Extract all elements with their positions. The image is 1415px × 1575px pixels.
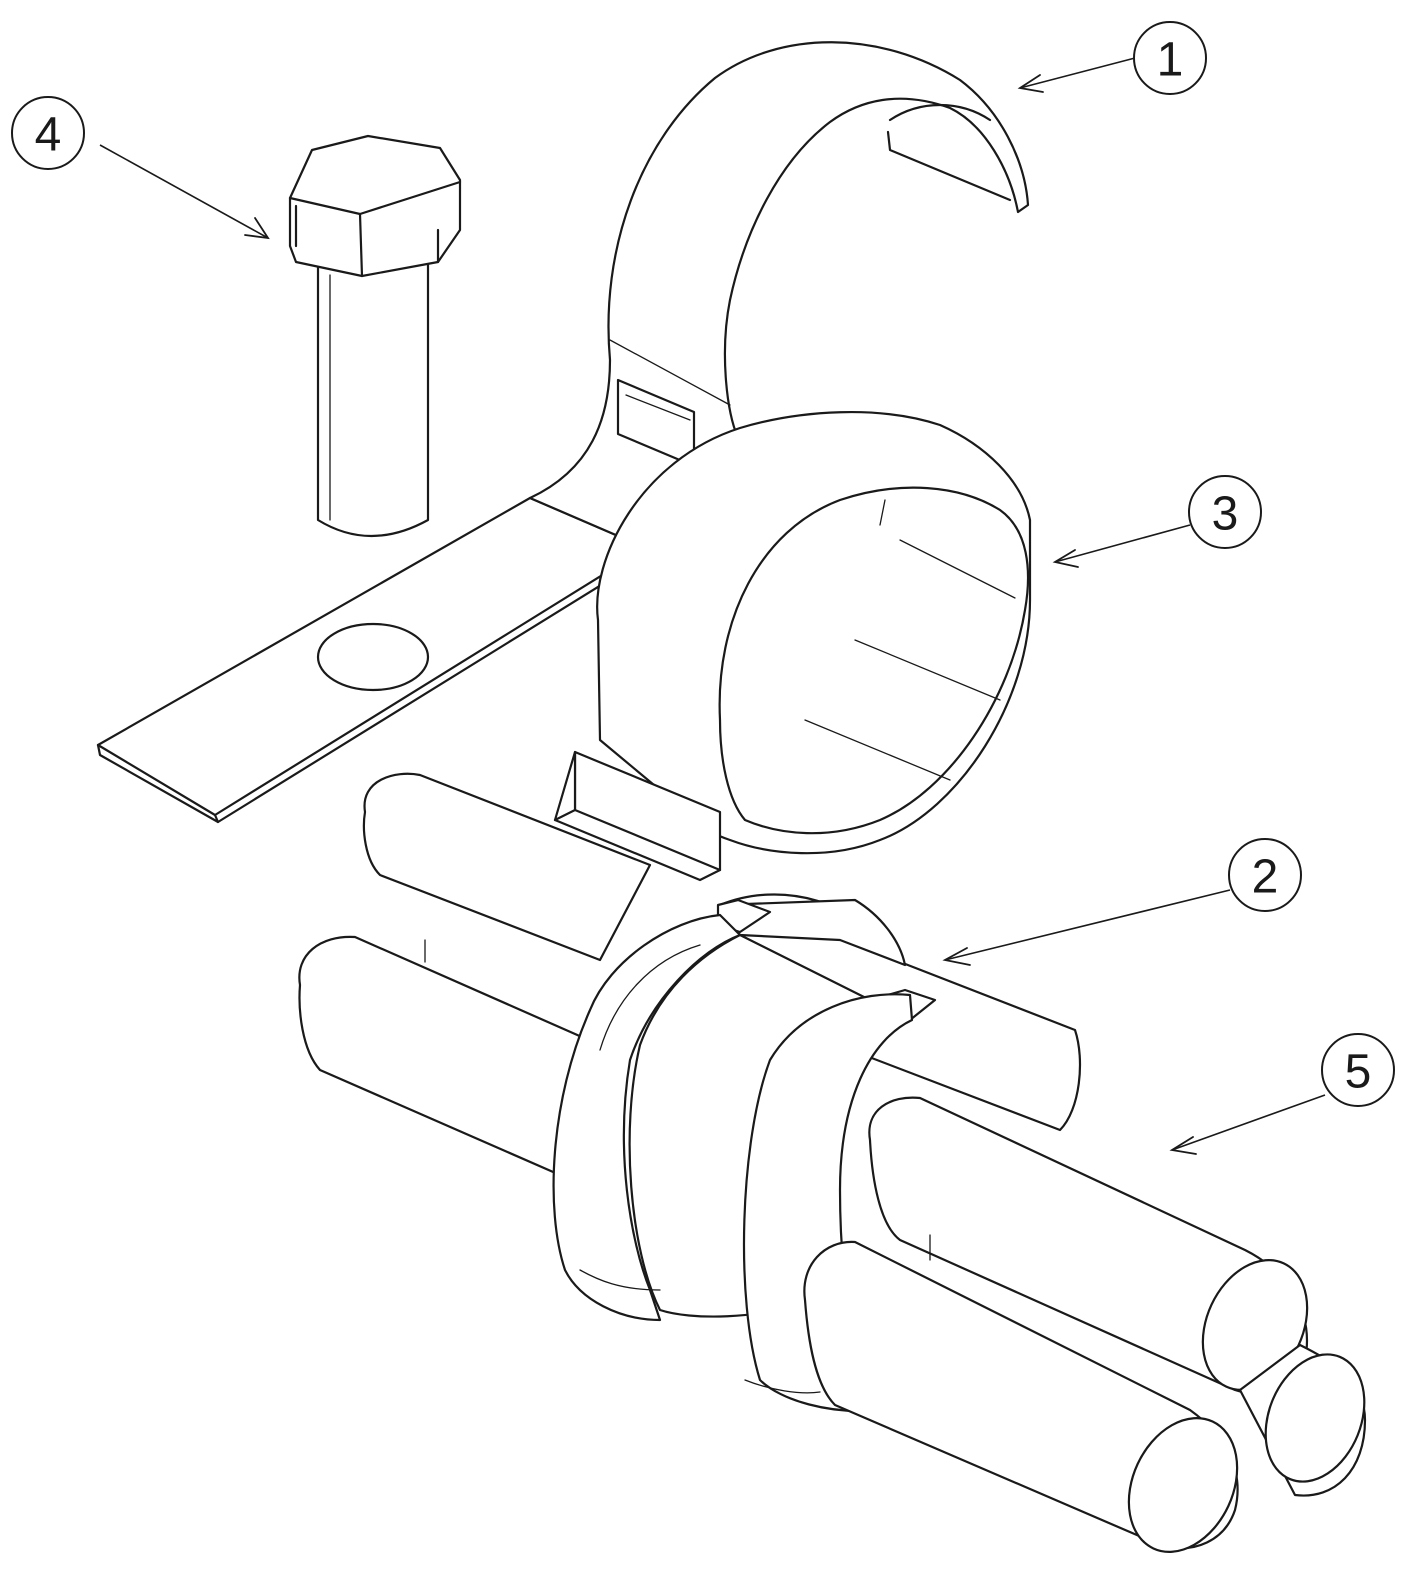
callout-5-label: 5	[1345, 1046, 1372, 1099]
hex-bolt	[290, 136, 460, 536]
callout-4-label: 4	[35, 109, 62, 162]
callout-2: 2	[1229, 839, 1301, 911]
callout-1: 1	[1134, 22, 1206, 94]
conductor-bundle-front	[804, 1098, 1382, 1570]
callout-4: 4	[12, 97, 84, 169]
callout-1-label: 1	[1157, 34, 1184, 87]
callout-5: 5	[1322, 1034, 1394, 1106]
callout-2-label: 2	[1252, 851, 1279, 904]
callout-3-label: 3	[1212, 488, 1239, 541]
callout-3: 3	[1189, 476, 1261, 548]
